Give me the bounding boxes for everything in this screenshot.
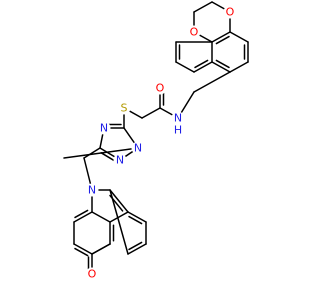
atom-label: H — [174, 124, 182, 137]
bond-layer — [63, 1, 249, 275]
atom-h1: H — [171, 123, 185, 137]
bond-line — [91, 211, 111, 223]
atom-label-background — [85, 183, 99, 197]
atom-label-background — [113, 153, 127, 167]
bond-line — [63, 147, 139, 159]
atom-label: O — [88, 268, 97, 281]
bond-line — [109, 189, 129, 213]
bond-line — [141, 107, 161, 119]
atom-label-background — [153, 81, 167, 95]
bond-line — [109, 189, 129, 255]
bond-line — [83, 147, 101, 159]
atom-label-background — [131, 141, 145, 155]
atom-label: N — [100, 122, 108, 135]
atom-label: N — [116, 154, 124, 167]
bond-line — [193, 61, 213, 73]
atom-label-background — [85, 267, 99, 281]
atom-o1: O — [223, 5, 237, 19]
atom-label-background — [117, 101, 131, 115]
atom-n2: N — [97, 121, 111, 135]
atom-label: O — [226, 6, 235, 19]
bond-line — [74, 209, 89, 219]
bond-line — [175, 61, 195, 73]
bond-line — [215, 59, 230, 69]
bond-line — [100, 152, 116, 162]
atom-label-background — [187, 25, 201, 39]
bond-line — [91, 243, 111, 255]
atom-label: S — [121, 102, 128, 115]
bond-line — [128, 215, 143, 225]
atom-label-background — [97, 121, 111, 135]
atom-label-background — [223, 5, 237, 19]
atom-n5: N — [85, 183, 99, 197]
bond-line — [229, 31, 249, 43]
atom-o3: O — [153, 81, 167, 95]
bond-line — [127, 243, 147, 255]
atom-label: N — [174, 112, 182, 125]
bond-line — [128, 241, 143, 251]
atom-n4: N — [131, 141, 145, 155]
atom-n1: N — [171, 111, 185, 125]
atom-n3: N — [113, 153, 127, 167]
bond-line — [229, 61, 249, 73]
bond-line — [194, 59, 209, 69]
bond-line — [109, 211, 129, 223]
bond-line — [211, 61, 231, 73]
bond-line — [127, 211, 147, 223]
atom-label: O — [190, 26, 199, 39]
bond-line — [215, 35, 230, 45]
atom-label: N — [134, 142, 142, 155]
atom-label-background — [171, 111, 185, 125]
atom-label: O — [156, 82, 165, 95]
atom-label: N — [88, 184, 96, 197]
bond-line — [109, 194, 124, 212]
atom-o2: O — [187, 25, 201, 39]
atom-s1: S — [117, 101, 131, 115]
bond-line — [73, 211, 93, 223]
atom-label-background — [171, 123, 185, 137]
bond-line — [193, 1, 213, 13]
bond-line — [73, 243, 93, 255]
bond-line — [74, 247, 89, 257]
atom-o4: O — [85, 267, 99, 281]
bond-line — [193, 71, 231, 93]
bond-line — [211, 31, 231, 43]
